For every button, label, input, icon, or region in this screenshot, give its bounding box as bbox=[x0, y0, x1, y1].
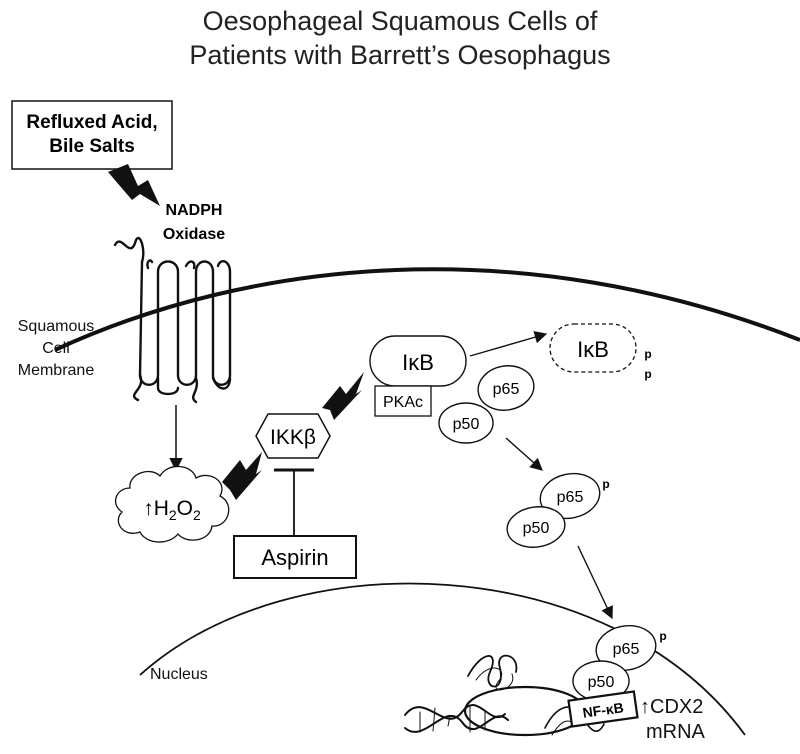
output-line-2: mRNA bbox=[646, 721, 705, 743]
inhibitor-box bbox=[233, 535, 357, 579]
p65-nucleus-phospho: p bbox=[659, 629, 666, 643]
kinase-hexagon bbox=[255, 413, 331, 459]
title-line-1: Oesophageal Squamous Cells of bbox=[202, 6, 598, 36]
p65-nucleus bbox=[595, 625, 657, 671]
output-line-1: ↑CDX2 bbox=[640, 696, 704, 718]
ros-h: H bbox=[154, 497, 169, 520]
stimulus-line-2: Bile Salts bbox=[49, 136, 135, 157]
p50-complex-label: p50 bbox=[453, 416, 480, 433]
lightning-ros-icon bbox=[222, 452, 262, 500]
nucleus-label: Nucleus bbox=[150, 666, 208, 683]
nfkb-label: NF-κB bbox=[582, 699, 625, 721]
phospho-ikb-p-1: p bbox=[644, 347, 651, 361]
pkac-box bbox=[374, 385, 432, 417]
arrow-to-free-nfkb bbox=[505, 437, 543, 471]
membrane-label-line-3: Membrane bbox=[17, 362, 95, 379]
p65-nucleus-label: p65 bbox=[613, 641, 640, 658]
output-label: ↑CDX2 mRNA bbox=[640, 695, 705, 745]
lightning-kinase-icon bbox=[322, 372, 364, 420]
membrane-label-line-1: Squamous bbox=[17, 318, 95, 335]
inhibitor-label: Aspirin bbox=[261, 545, 328, 570]
p50-complex bbox=[438, 402, 494, 444]
stimulus-box bbox=[11, 100, 173, 170]
title-line-2: Patients with Barrett’s Oesophagus bbox=[189, 40, 611, 70]
arrow-into-nucleus bbox=[577, 545, 613, 620]
kinase-label: IKKβ bbox=[270, 426, 316, 449]
phospho-ikb-capsule bbox=[549, 323, 637, 373]
pkac-label: PKAc bbox=[383, 394, 423, 411]
p65-cytoplasm bbox=[539, 472, 601, 520]
enzyme-line-1: NADPH bbox=[166, 202, 223, 219]
arrow-to-phospho-ikb bbox=[469, 331, 548, 357]
ros-o: O bbox=[177, 497, 193, 520]
stimulus-line-1: Refluxed Acid, bbox=[26, 112, 157, 133]
nadph-oxidase-protein-icon bbox=[113, 236, 232, 404]
p50-cytoplasm-label: p50 bbox=[523, 520, 550, 537]
nfkb-box bbox=[567, 690, 639, 728]
phospho-ikb-label: IκB bbox=[577, 337, 609, 362]
p50-cytoplasm bbox=[506, 506, 566, 548]
nucleus-envelope bbox=[139, 582, 746, 736]
membrane-label-line-2: Cell bbox=[42, 340, 70, 357]
p65-cytoplasm-label: p65 bbox=[557, 489, 584, 506]
p50-nucleus-label: p50 bbox=[588, 674, 615, 691]
ros-sub-1: 2 bbox=[169, 507, 177, 523]
ros-up-arrow: ↑ bbox=[143, 497, 154, 520]
lightning-stimulus-icon bbox=[108, 164, 160, 206]
phospho-ikb-p-2: p bbox=[644, 367, 651, 381]
ikb-label: IκB bbox=[402, 350, 434, 375]
cell-membrane bbox=[54, 267, 800, 352]
p65-complex-label: p65 bbox=[493, 381, 520, 398]
ros-cloud bbox=[114, 465, 230, 543]
enzyme-line-2: Oxidase bbox=[163, 226, 225, 243]
p65-cytoplasm-phospho: p bbox=[602, 477, 609, 491]
ros-label: ↑H2O2 bbox=[143, 497, 201, 523]
ros-sub-2: 2 bbox=[193, 507, 201, 523]
membrane-label: Squamous Cell Membrane bbox=[6, 316, 106, 382]
p65-complex bbox=[477, 365, 535, 411]
